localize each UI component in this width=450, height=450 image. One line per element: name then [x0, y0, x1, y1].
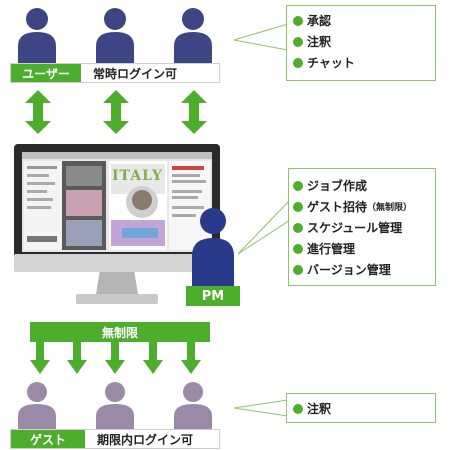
branch-arrows: [30, 340, 201, 374]
bullet-icon: [293, 264, 303, 275]
double-arrow-icon: [181, 90, 207, 134]
guest-figure-1: [18, 382, 56, 436]
pm-callout-pointer: [237, 199, 290, 255]
bullet-icon: [293, 403, 303, 414]
monitor: [14, 144, 220, 304]
bullet-icon: [293, 180, 303, 191]
bullet-icon: [293, 15, 303, 26]
guest-callout: 注釈: [286, 393, 436, 423]
user-tag: ユーザー: [11, 64, 81, 82]
user-callout-item: 承認: [293, 10, 435, 31]
screen-magazine-title: ITALY: [112, 168, 164, 184]
guest-label-bar: ゲスト 期限内ログイン可: [10, 429, 220, 449]
bullet-icon: [293, 222, 303, 233]
guest-tag: ゲスト: [11, 430, 85, 448]
pm-callout-item: 進行管理: [293, 238, 435, 259]
pm-callout-item: スケジュール管理: [293, 217, 435, 238]
guest-callout-pointer: [233, 399, 288, 417]
double-arrow-icon: [25, 90, 51, 134]
pm-callout: ジョブ作成 ゲスト招待（無制限） スケジュール管理 進行管理 バージョン管理: [288, 168, 436, 286]
guest-figure-3: [174, 382, 212, 436]
bullet-icon: [293, 201, 303, 212]
guest-callout-item: 注釈: [293, 398, 435, 419]
pm-callout-item: バージョン管理: [293, 259, 435, 280]
double-arrow-icon: [103, 90, 129, 134]
pm-callout-item: ゲスト招待（無制限）: [293, 196, 435, 217]
user-callout: 承認 注釈 チャット: [286, 5, 436, 81]
user-desc: 常時ログイン可: [93, 66, 178, 81]
user-figure-2: [96, 8, 134, 66]
user-figure-3: [174, 8, 212, 66]
pm-label: PM: [186, 286, 240, 306]
user-figure-1: [18, 8, 56, 66]
user-callout-pointer: [233, 23, 288, 51]
guest-invite-note: （無制限）: [367, 203, 413, 213]
unlimited-bar: 無制限: [30, 322, 210, 342]
pm-figure: [192, 208, 234, 290]
guest-figure-2: [96, 382, 134, 436]
bullet-icon: [293, 243, 303, 254]
pm-callout-item: ジョブ作成: [293, 175, 435, 196]
user-label-bar: ユーザー 常時ログイン可: [10, 63, 220, 83]
bullet-icon: [293, 57, 303, 68]
user-callout-item: 注釈: [293, 31, 435, 52]
bullet-icon: [293, 36, 303, 47]
guest-desc: 期限内ログイン可: [97, 432, 194, 447]
user-callout-item: チャット: [293, 52, 435, 73]
